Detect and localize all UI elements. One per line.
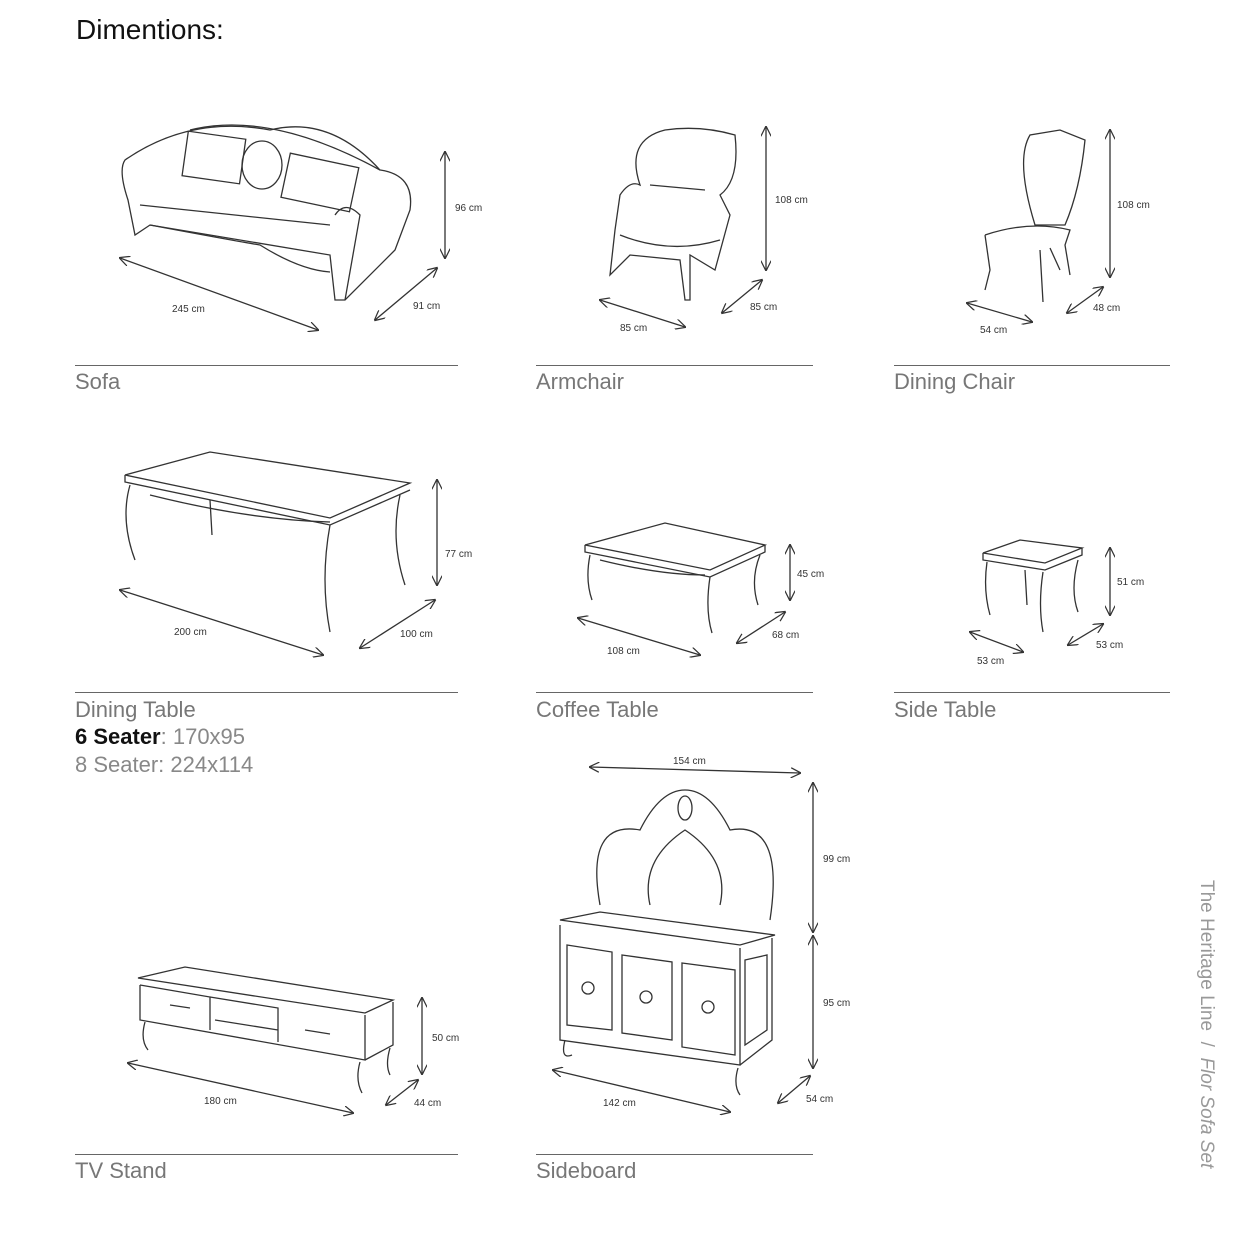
option-label: 8 Seater <box>75 752 159 777</box>
dining-chair-height: 108 cm <box>1117 200 1150 211</box>
armchair-height: 108 cm <box>775 195 808 206</box>
tv-stand-depth: 44 cm <box>414 1098 441 1109</box>
side-caption: The Heritage Line / Flor Sofa Set <box>1195 880 1217 1168</box>
coffee-table-depth: 68 cm <box>772 630 799 641</box>
sofa-label: Sofa <box>75 369 121 394</box>
page-title: Dimentions: <box>76 14 224 45</box>
sideboard-mirror-height: 99 cm <box>823 854 850 865</box>
sofa-drawing <box>121 124 412 301</box>
dining-table-width: 200 cm <box>174 627 207 638</box>
option-value: : 224x114 <box>158 752 254 777</box>
tv-stand-dimensions: 50 cm 180 cm 44 cm <box>128 998 459 1113</box>
sofa-height: 96 cm <box>455 203 482 214</box>
tv-stand-width: 180 cm <box>204 1096 237 1107</box>
sideboard-body-height: 95 cm <box>823 998 850 1009</box>
dining-chair-width: 54 cm <box>980 325 1007 336</box>
sideboard-drawing <box>559 789 776 1096</box>
side-table-height: 51 cm <box>1117 577 1144 588</box>
coffee-table-drawing <box>584 522 768 634</box>
dining-table-option-8: 8 Seater: 224x114 <box>75 752 253 778</box>
tv-stand-height: 50 cm <box>432 1033 459 1044</box>
coffee-table-label: Coffee Table <box>536 697 659 722</box>
dining-chair-dimensions: 108 cm 54 cm 48 cm <box>967 130 1150 336</box>
sideboard-label: Sideboard <box>536 1158 637 1183</box>
product-name: Flor Sofa Set <box>1196 1057 1217 1169</box>
armchair-drawing <box>609 127 737 301</box>
coffee-table-width: 108 cm <box>607 646 640 657</box>
sideboard-dimensions: 154 cm 99 cm 95 cm 142 cm 54 cm <box>553 756 850 1112</box>
sofa-depth: 91 cm <box>413 301 440 312</box>
dining-table-height: 77 cm <box>445 549 472 560</box>
sofa-width: 245 cm <box>172 304 205 315</box>
dining-table-option-6: 6 Seater: 170x95 <box>75 724 245 750</box>
divider <box>894 692 1170 693</box>
side-table-width-b: 53 cm <box>1096 640 1123 651</box>
side-table-dimensions: 51 cm 53 cm 53 cm <box>970 548 1144 667</box>
dining-table-label: Dining Table <box>75 697 196 722</box>
coffee-table-height: 45 cm <box>797 569 824 580</box>
sofa-dimensions: 96 cm 245 cm 91 cm <box>120 152 482 330</box>
divider <box>75 1154 458 1155</box>
armchair-width: 85 cm <box>620 323 647 334</box>
armchair-depth: 85 cm <box>750 302 777 313</box>
tv-stand-drawing <box>137 966 396 1094</box>
armchair-label: Armchair <box>536 369 625 394</box>
separator: / <box>1196 1041 1217 1047</box>
side-table-width-a: 53 cm <box>977 656 1004 667</box>
tv-stand-label: TV Stand <box>75 1158 167 1183</box>
collection-name: The Heritage Line <box>1196 880 1217 1032</box>
sideboard-depth: 54 cm <box>806 1094 833 1105</box>
sideboard-top-width: 154 cm <box>673 756 706 767</box>
side-table-drawing <box>982 539 1085 633</box>
divider <box>75 692 458 693</box>
divider <box>536 365 813 366</box>
divider <box>536 692 813 693</box>
dining-chair-label: Dining Chair <box>894 369 1016 394</box>
dining-table-dimensions: 77 cm 200 cm 100 cm <box>120 480 472 655</box>
armchair-dimensions: 108 cm 85 cm 85 cm <box>600 127 808 334</box>
divider <box>75 365 458 366</box>
dining-table-depth: 100 cm <box>400 629 433 640</box>
dining-table-drawing <box>124 451 413 633</box>
sideboard-width: 142 cm <box>603 1098 636 1109</box>
side-table-label: Side Table <box>894 697 997 722</box>
option-label: 6 Seater <box>75 724 161 749</box>
coffee-table-dimensions: 45 cm 108 cm 68 cm <box>578 545 824 657</box>
dining-chair-depth: 48 cm <box>1093 303 1120 314</box>
option-value: : 170x95 <box>160 724 246 749</box>
divider <box>894 365 1170 366</box>
divider <box>536 1154 813 1155</box>
dining-chair-drawing <box>984 129 1086 303</box>
